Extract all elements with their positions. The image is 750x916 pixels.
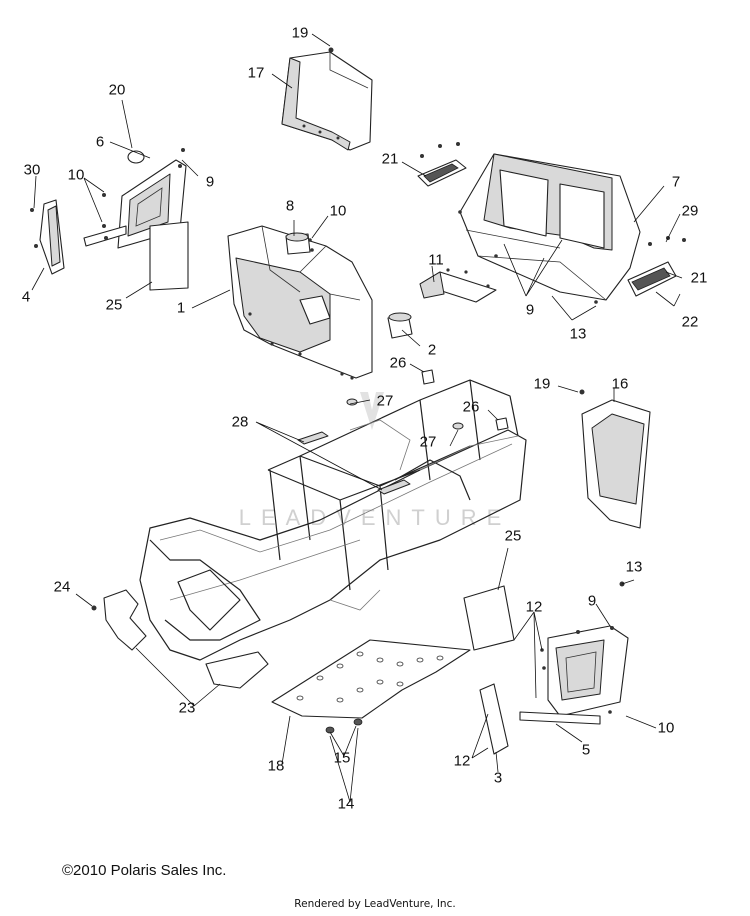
- part-28-pad-a: [297, 431, 329, 445]
- callout-8: 8: [286, 198, 294, 215]
- callout-9: 9: [526, 302, 534, 319]
- screw-19-top: [328, 47, 334, 53]
- callout-9: 9: [588, 593, 596, 610]
- callout-21: 21: [382, 151, 399, 168]
- callout-1: 1: [177, 300, 185, 317]
- part-7-rear-panel: [458, 153, 641, 304]
- part-6-bracket: [83, 148, 187, 249]
- part-18-skid-plate: [271, 639, 471, 719]
- callout-27: 27: [377, 393, 394, 410]
- callout-28: 28: [232, 414, 249, 431]
- callout-17: 17: [248, 65, 265, 82]
- callout-2: 2: [428, 342, 436, 359]
- callout-22: 22: [682, 314, 699, 331]
- part-11-bracket: [419, 268, 497, 303]
- part-21-vent-a: [417, 142, 467, 187]
- part-16-side-panel: [579, 389, 651, 529]
- callout-13: 13: [570, 326, 587, 343]
- callout-9: 9: [206, 174, 214, 191]
- part-8-cup-holder: [285, 232, 314, 255]
- callout-24: 24: [54, 579, 71, 596]
- part-26-plug-b: [495, 417, 509, 431]
- rendered-by-text: Rendered by LeadVenture, Inc.: [294, 898, 456, 910]
- callout-4: 4: [22, 289, 30, 306]
- callout-13: 13: [626, 559, 643, 576]
- part-15-bushings: [325, 718, 363, 734]
- callout-10: 10: [68, 167, 85, 184]
- part-3-bracket: [479, 683, 509, 755]
- part-26-plug-a: [421, 369, 435, 385]
- part-27-plug-b: [452, 422, 464, 430]
- part-25-sheet-left: [149, 221, 189, 291]
- callout-11: 11: [428, 252, 444, 269]
- part-17-cover: [281, 51, 373, 151]
- callout-19: 19: [292, 25, 309, 42]
- part-4-side-bracket: [30, 199, 65, 275]
- part-frame-chassis: [139, 379, 527, 661]
- callout-26: 26: [463, 399, 480, 416]
- callout-7: 7: [672, 174, 680, 191]
- part-2-cup-holder: [387, 312, 413, 339]
- callout-5: 5: [582, 742, 590, 759]
- callout-12: 12: [454, 753, 471, 770]
- callout-18: 18: [268, 758, 285, 775]
- callout-23: 23: [179, 700, 196, 717]
- callout-3: 3: [494, 770, 502, 787]
- watermark-logo: LEADVENTURE: [239, 392, 512, 530]
- part-28-pad-b: [377, 479, 411, 495]
- callout-10: 10: [658, 720, 675, 737]
- callout-25: 25: [505, 528, 522, 545]
- callout-10: 10: [330, 203, 347, 220]
- copyright-text: ©2010 Polaris Sales Inc.: [62, 862, 227, 879]
- part-25-sheet-right: [463, 585, 515, 651]
- part-27-plug-a: [346, 398, 358, 406]
- callout-27: 27: [420, 434, 437, 451]
- part-23-guard-left: [91, 589, 147, 651]
- part-1-floor-panel: [227, 225, 373, 380]
- callout-19: 19: [534, 376, 551, 393]
- callout-21: 21: [691, 270, 708, 287]
- callout-12: 12: [526, 599, 543, 616]
- callout-15: 15: [334, 750, 351, 767]
- callout-16: 16: [612, 376, 629, 393]
- callout-26: 26: [390, 355, 407, 372]
- watermark-text: LEADVENTURE: [239, 505, 512, 530]
- callout-14: 14: [338, 796, 355, 813]
- callout-20: 20: [109, 82, 126, 99]
- callout-29: 29: [682, 203, 699, 220]
- part-5-bracket: [519, 581, 629, 725]
- part-23-guard-right: [205, 651, 269, 689]
- callout-labels: 19 17 20 6 9 30 10 4 25 8 10 1 21 7 29 2…: [22, 25, 708, 813]
- callout-30: 30: [24, 162, 41, 179]
- leader-lines: [31, 33, 683, 803]
- callout-25: 25: [106, 297, 123, 314]
- callout-6: 6: [96, 134, 104, 151]
